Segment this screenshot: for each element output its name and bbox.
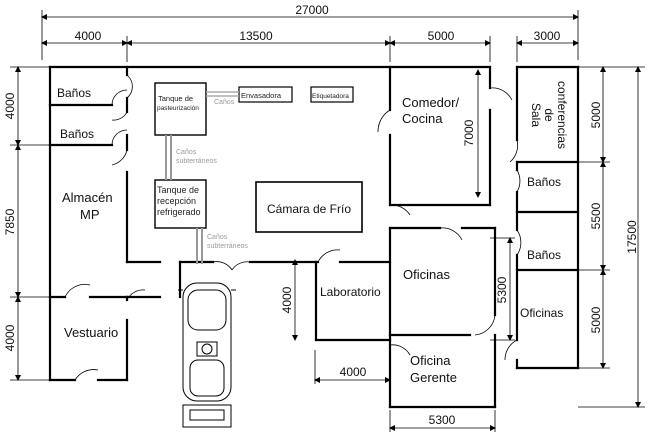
dim-overall-height: 17500 [625,220,639,254]
room-oficinas-center: Oficinas [403,267,450,282]
pasteurization-tank-label-2: pasteurización [157,105,199,112]
room-almacen-line1: Almacén [62,190,113,205]
pasteurization-tank [154,82,207,136]
envasadora-label: Envasadora [241,91,282,100]
dim-right-banos: 5500 [589,202,603,229]
pasteurization-tank-label-1: Tanque de [158,94,193,103]
room-gerente-line1: Oficina [410,353,451,368]
room-sala-line2: de [542,108,556,122]
pipe-label-2-line1: Caños [176,149,197,156]
dim-left-vestuario: 4000 [3,324,17,351]
room-sala-line3: conferencias [555,81,569,149]
room-camara-frio: Cámara de Frío [267,202,351,216]
dim-laboratorio-height: 4000 [280,286,294,313]
pipe-label-1: Caños [214,99,235,106]
doors [64,74,522,381]
room-comedor-line1: Comedor/ [402,95,459,110]
reception-tank [154,179,207,229]
tanker-truck-icon [178,282,236,428]
dim-gerente-width: 5300 [429,413,456,427]
dim-sala-width: 3000 [534,29,561,43]
reception-tank-label-3: refrigerado [157,207,201,217]
room-vestuario: Vestuario [64,325,118,340]
room-banos-right-1: Baños [527,175,561,189]
room-gerente-line2: Gerente [410,370,457,385]
room-banos-top: Baños [57,86,91,100]
etiquetadora-label: Etiquetadora [312,93,349,100]
cold-chamber [255,181,363,233]
dimension-lines [10,10,645,432]
dim-right-sala: 5000 [589,101,603,128]
pipe-label-3-line2: subterráneos [207,243,248,250]
reception-tank-label-2: recepción [157,196,196,206]
dim-overall-width: 27000 [295,3,329,17]
room-banos-right-2: Baños [527,248,561,262]
etiquetadora-machine [310,86,354,103]
dim-laboratorio-width: 4000 [340,365,367,379]
walls [48,65,580,409]
room-banos-second: Baños [60,127,94,141]
pipe-label-2-line2: subterráneos [176,158,217,165]
room-comedor-line2: Cocina [402,111,443,126]
room-almacen-line2: MP [80,207,100,222]
dim-comedor-height: 7000 [462,119,476,146]
room-laboratorio: Laboratorio [320,285,381,299]
dim-left-banos: 4000 [3,92,17,119]
pipe-label-3-line1: Caños [207,234,228,241]
dim-right-oficinas: 5000 [589,306,603,333]
dim-produccion-width: 13500 [239,29,273,43]
dim-almacen-width: 4000 [75,29,102,43]
dim-left-almacen: 7850 [3,208,17,235]
room-sala-line1: Sala [529,103,543,127]
reception-tank-label-1: Tanque de [157,185,199,195]
room-oficinas-right: Oficinas [520,306,563,320]
dim-comedor-width: 5000 [428,29,455,43]
dim-oficinas-height: 5300 [495,276,509,303]
envasadora-machine [238,86,293,103]
